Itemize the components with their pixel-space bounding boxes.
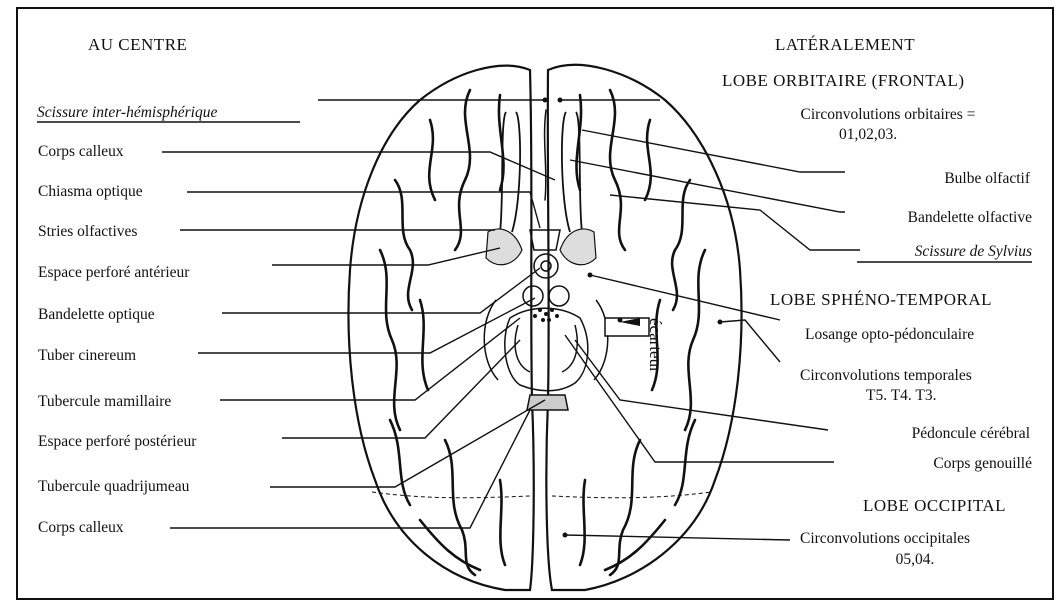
heading-lateralement: LATÉRALEMENT — [775, 36, 915, 54]
label-bandelette-olfactive: Bandelette olfactive — [830, 209, 1032, 227]
heading-lobe-occipital: LOBE OCCIPITAL — [863, 497, 1006, 515]
label-chiasma-optique: Chiasma optique — [38, 183, 143, 201]
label-corps-calleux-bottom: Corps calleux — [38, 519, 124, 537]
heading-au-centre: AU CENTRE — [88, 36, 187, 54]
label-circonvolutions-occipitales: Circonvolutions occipitales — [800, 530, 970, 548]
label-espace-perfore-anterieur: Espace perforé antérieur — [38, 264, 189, 282]
label-tubercule-quadrijumeau: Tubercule quadrijumeau — [38, 478, 189, 496]
label-ecarteur: écarteur — [646, 318, 664, 373]
label-circonvolutions-temporales: Circonvolutions temporales — [800, 367, 972, 385]
leader-lines — [162, 100, 860, 540]
heading-lobe-orbitaire: LOBE ORBITAIRE (FRONTAL) — [722, 72, 965, 90]
heading-lobe-spheno-temporal: LOBE SPHÉNO-TEMPORAL — [770, 291, 992, 309]
label-circonvolutions-temporales-values: T5. T4. T3. — [866, 387, 936, 405]
label-circonvolutions-orbitaires: Circonvolutions orbitaires = — [752, 106, 1024, 124]
label-losange-opto-pedonculaire: Losange opto-pédonculaire — [805, 326, 974, 344]
label-circonvolutions-occipitales-values: 05,04. — [870, 551, 960, 569]
label-tuber-cinereum: Tuber cinereum — [38, 347, 136, 365]
label-stries-olfactives: Stries olfactives — [38, 223, 137, 241]
label-bulbe-olfactif: Bulbe olfactif — [830, 170, 1030, 188]
olfactory-tracts — [500, 112, 582, 232]
label-pedoncule-cerebral: Pédoncule cérébral — [830, 425, 1030, 443]
label-tubercule-mamillaire: Tubercule mamillaire — [38, 393, 171, 411]
label-corps-genouille: Corps genouillé — [830, 455, 1032, 473]
label-scissure-de-sylvius: Scissure de Sylvius — [830, 243, 1032, 261]
label-circonvolutions-orbitaires-values: 01,02,03. — [752, 126, 984, 144]
label-scissure-inter-hemispherique: Scissure inter-hémisphérique — [37, 104, 217, 122]
label-corps-calleux-top: Corps calleux — [38, 143, 124, 161]
label-espace-perfore-posterieur: Espace perforé postérieur — [38, 433, 196, 451]
label-bandelette-optique: Bandelette optique — [38, 306, 155, 324]
